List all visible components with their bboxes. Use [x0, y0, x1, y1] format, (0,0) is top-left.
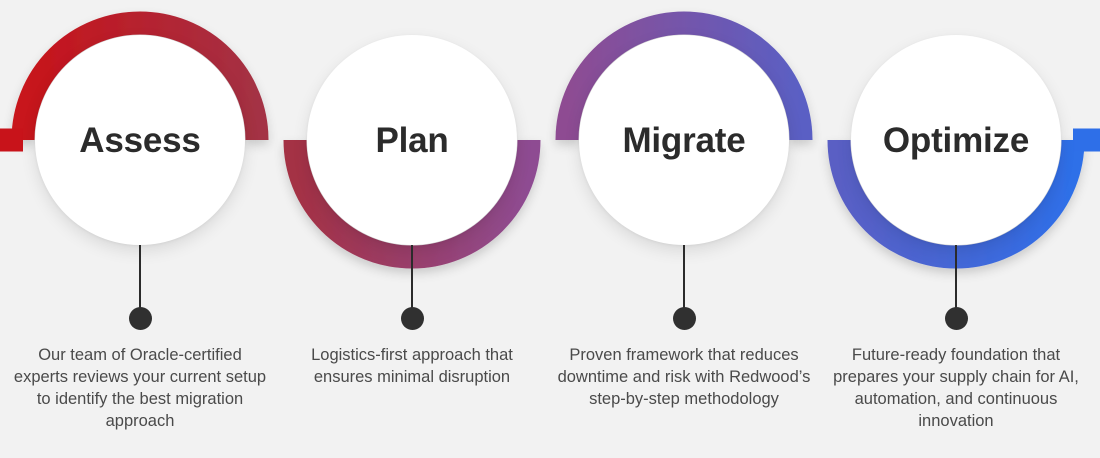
step-caption: Proven framework that reduces downtime a… [557, 346, 811, 408]
step-label: Optimize [882, 120, 1030, 160]
step-circle-optimize[interactable]: Optimize [851, 35, 1061, 245]
step-caption: Future-ready foundation that prepares yo… [833, 346, 1079, 430]
step-caption: Our team of Oracle-certified experts rev… [13, 346, 267, 430]
connector-dot-icon [128, 307, 152, 330]
arc-segment-1 [11, 11, 269, 141]
connector-stem [683, 245, 685, 313]
connector-stem [955, 245, 957, 313]
step-circle-plan[interactable]: Plan [307, 35, 517, 245]
connector-dot-icon [400, 307, 424, 330]
step-migrate[interactable]: Migrate Proven framework that reduces do… [548, 0, 820, 458]
step-optimize[interactable]: Optimize Future-ready foundation that pr… [820, 0, 1092, 458]
step-assess[interactable]: Assess Our team of Oracle-certified expe… [4, 0, 276, 458]
step-circle-assess[interactable]: Assess [35, 35, 245, 245]
connector-stem [139, 245, 141, 313]
step-label: Assess [79, 120, 201, 160]
connector-dot-icon [672, 307, 696, 330]
connector-dot-icon [944, 307, 968, 330]
step-label: Plan [375, 120, 449, 160]
step-circle-migrate[interactable]: Migrate [579, 35, 789, 245]
arc-segment-3 [555, 11, 813, 141]
step-caption: Logistics-first approach that ensures mi… [311, 346, 513, 386]
step-label: Migrate [622, 120, 746, 160]
connector-stem [411, 245, 413, 313]
step-plan[interactable]: Plan Logistics-first approach that ensur… [276, 0, 548, 458]
